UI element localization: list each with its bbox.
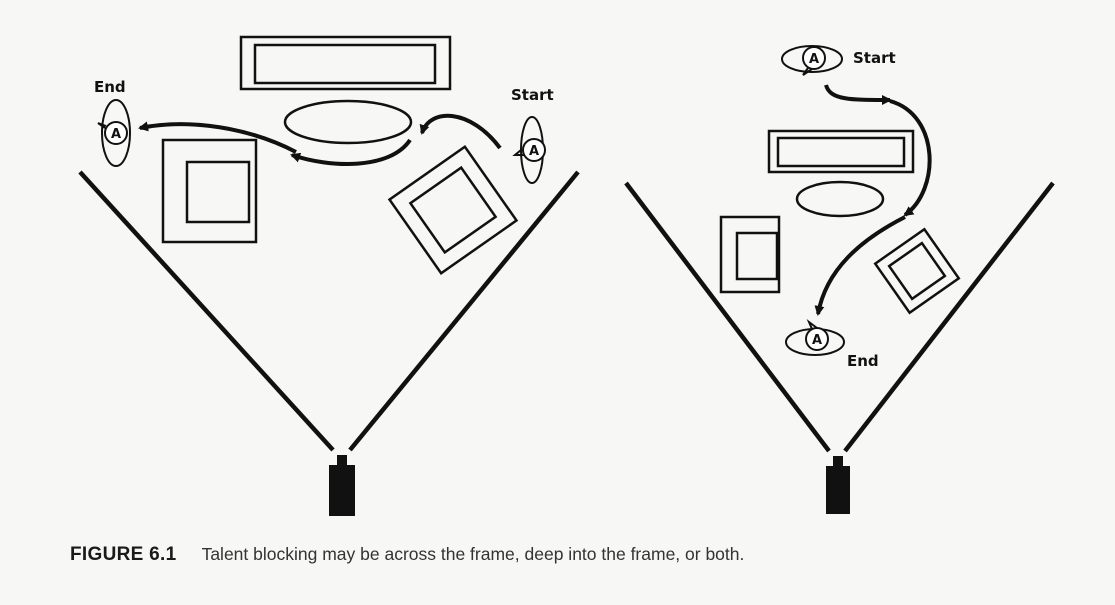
right-frame-line-left: [624, 181, 831, 453]
left-frame-line-left: [78, 170, 335, 452]
left-frame-line-right: [348, 170, 580, 452]
left-sofa: [239, 35, 452, 91]
right-talent-start-letter: A: [809, 52, 819, 67]
right-movement-arrow: [824, 84, 892, 105]
caption-text: Talent blocking may be across the frame,…: [201, 544, 745, 564]
left-end-label: End: [94, 78, 126, 96]
right-start-label: Start: [853, 49, 896, 67]
left-movement-arrow-mid: [290, 138, 412, 167]
left-camera-icon: [329, 465, 355, 516]
right-end-label: End: [847, 352, 879, 370]
right-movement-arrow-mid: [889, 99, 932, 217]
right-talent-end-letter: A: [812, 333, 822, 348]
left-start-label: Start: [511, 86, 554, 104]
right-coffee-table: [795, 180, 885, 218]
right-armchair: [719, 215, 781, 294]
figure-caption: FIGURE 6.1 Talent blocking may be across…: [70, 544, 1070, 572]
left-armchair-angled: [387, 145, 519, 275]
right-frame-line-right: [843, 181, 1055, 453]
right-sofa: [767, 129, 915, 174]
left-talent-end-letter: A: [111, 127, 121, 142]
right-movement-arrow-end: [814, 215, 906, 316]
left-talent-end-icon: A: [97, 99, 131, 167]
left-movement-arrow: [419, 113, 502, 150]
left-panel: A Start A End: [78, 35, 580, 516]
left-movement-arrow-end: [138, 121, 297, 154]
right-panel: A Start A End: [624, 45, 1055, 514]
figure-number: FIGURE 6.1: [70, 544, 177, 565]
left-talent-start-letter: A: [529, 144, 539, 159]
right-camera-viewfinder-icon: [833, 456, 843, 468]
left-coffee-table: [283, 99, 413, 145]
right-armchair-angled: [873, 227, 961, 315]
right-camera-icon: [826, 466, 850, 514]
left-armchair: [161, 138, 258, 244]
right-talent-start-icon: A: [781, 45, 843, 76]
left-camera-viewfinder-icon: [337, 455, 347, 467]
left-talent-start-icon: A: [512, 116, 546, 184]
right-talent-end-icon: A: [785, 318, 845, 356]
